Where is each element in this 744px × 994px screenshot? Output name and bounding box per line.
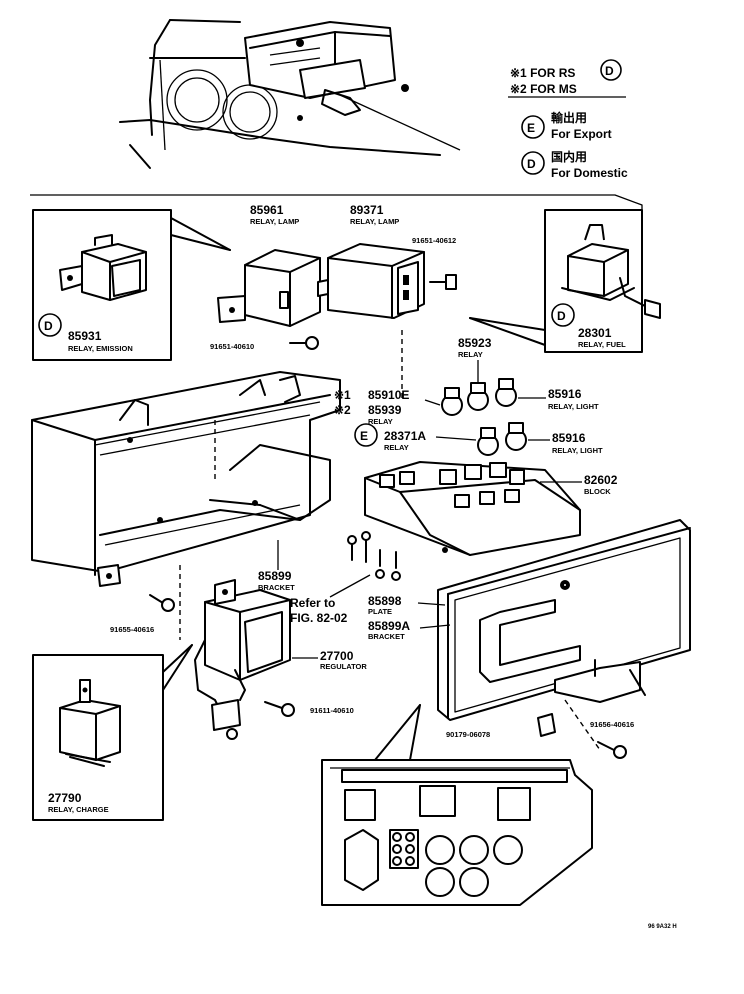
legend-export-label: For Export: [551, 127, 612, 141]
legend-domestic-jp: 国内用: [551, 149, 587, 164]
inset-28301: D 28301 RELAY, FUEL: [469, 209, 661, 353]
p85916a-name: RELAY, LIGHT: [548, 402, 599, 411]
p85899-name: BRACKET: [258, 583, 295, 592]
legend-note2: ※2 FOR MS: [510, 82, 577, 96]
refer-line2: FIG. 82-02: [290, 611, 348, 625]
p85939-number: 85939: [368, 403, 402, 417]
legend-export-jp: 輸出用: [551, 110, 587, 125]
legend-d-circle: [600, 59, 622, 81]
refer-leader: [329, 574, 371, 598]
p27790-number: 27790: [48, 791, 82, 805]
inset-27790: 27790 RELAY, CHARGE: [32, 644, 193, 821]
p85916a-number: 85916: [548, 387, 582, 401]
bolt-91656-40616: 91656-40616: [564, 699, 634, 759]
dashboard-overview: [119, 19, 461, 169]
p89371-name: RELAY, LAMP: [350, 217, 399, 226]
relay-89371: 89371 RELAY, LAMP: [317, 203, 425, 319]
p85916b-number: 85916: [552, 431, 586, 445]
legend-export-letter: E: [527, 121, 535, 135]
p28371a-number: 28371A: [384, 429, 426, 443]
p27700-name: REGULATOR: [320, 662, 367, 671]
legend-domestic-letter: D: [527, 157, 536, 171]
plate-85898: 85898 PLATE 85899A BRACKET: [368, 519, 691, 721]
relay-85961: 85961 RELAY, LAMP: [217, 203, 321, 327]
footer-code: 96 9A32 H: [648, 924, 677, 930]
regulator-27700: 27700 REGULATOR: [194, 579, 367, 740]
p85939-name: RELAY: [368, 417, 393, 426]
p85898-name: PLATE: [368, 607, 392, 616]
p85899a-number: 85899A: [368, 619, 410, 633]
p28301-number: 28301: [578, 326, 612, 340]
bolt-91651-40612: 91651-40612: [412, 236, 457, 290]
block-layout-panel: [321, 704, 593, 906]
p85899a-name: BRACKET: [368, 632, 405, 641]
bolt-91651-40610: 91651-40610: [210, 336, 319, 351]
refer-line1: Refer to: [290, 596, 335, 610]
f4-label: 91611-40610: [310, 706, 354, 715]
f5-label: 90179-06078: [446, 730, 490, 739]
p85961-name: RELAY, LAMP: [250, 217, 299, 226]
p85931-name: RELAY, EMISSION: [68, 344, 133, 353]
legend-note1: ※1 FOR RS: [510, 66, 575, 80]
p27700-number: 27700: [320, 649, 354, 663]
legend-domestic-circle: [521, 151, 545, 175]
p82602-name: BLOCK: [584, 487, 611, 496]
main-bracket-box: [31, 330, 403, 640]
p28371a-circle: E: [360, 429, 368, 443]
p85910e-mark: ※1: [334, 388, 351, 402]
nut-90179-06078: 90179-06078: [446, 713, 556, 739]
p85898-number: 85898: [368, 594, 402, 608]
legend-note1-circle-letter: D: [605, 64, 614, 78]
p85899-number: 85899: [258, 569, 292, 583]
p82602-number: 82602: [584, 473, 618, 487]
p85939-mark: ※2: [334, 403, 351, 417]
f2-label: 91651-40610: [210, 342, 254, 351]
legend-export-circle: [521, 115, 545, 139]
p28301-circle: D: [557, 309, 566, 323]
p85916b-name: RELAY, LIGHT: [552, 446, 603, 455]
p85931-circle: D: [44, 319, 53, 333]
legend: ※1 FOR RS D ※2 FOR MS E 輸出用 For Export D…: [508, 59, 628, 180]
bolt-91655-40616: 91655-40616: [110, 594, 175, 634]
f6-label: 91656-40616: [590, 720, 634, 729]
p85923-number: 85923: [458, 336, 492, 350]
p85910e-number: 85910E: [368, 388, 409, 402]
p85923-name: RELAY: [458, 350, 483, 359]
p27790-name: RELAY, CHARGE: [48, 805, 109, 814]
f3-label: 91655-40616: [110, 625, 154, 634]
p85961-number: 85961: [250, 203, 284, 217]
p89371-number: 89371: [350, 203, 384, 217]
small-relays: 85923 RELAY 85916 RELAY, LIGHT ※1 85910E…: [334, 336, 603, 456]
bolt-91611-40610: 91611-40610: [264, 701, 354, 717]
fuse-block-82602: 82602 BLOCK: [364, 461, 618, 556]
legend-domestic-label: For Domestic: [551, 166, 628, 180]
inset-85931: D 85931 RELAY, EMISSION: [32, 209, 231, 361]
f1-label: 91651-40612: [412, 236, 456, 245]
p85931-number: 85931: [68, 329, 102, 343]
wire-connectors: [347, 531, 401, 581]
p28371a-name: RELAY: [384, 443, 409, 452]
p28301-name: RELAY, FUEL: [578, 340, 626, 349]
